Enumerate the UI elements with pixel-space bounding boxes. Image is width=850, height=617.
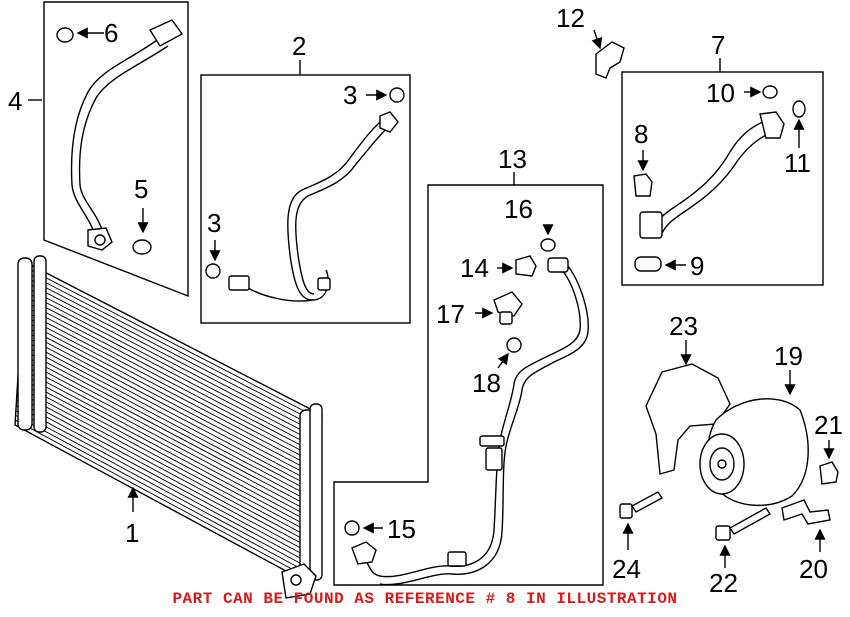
condenser-fin (22, 295, 321, 451)
condenser-fin (19, 343, 318, 501)
condenser-fin (19, 352, 317, 511)
o-ring-part-11 (792, 100, 806, 118)
condenser-fin (22, 299, 320, 456)
callout-5: 5 (134, 174, 148, 204)
condenser-fin (17, 381, 315, 541)
callout-4: 4 (8, 86, 22, 116)
condenser-fin (16, 395, 314, 556)
condenser-fin (19, 347, 317, 506)
cap-part-14 (515, 255, 537, 277)
callout-15: 15 (387, 514, 416, 544)
bracket-part-23 (645, 363, 731, 475)
condenser-fin (18, 357, 317, 516)
callout-22: 22 (709, 568, 738, 598)
leader-lines (28, 27, 835, 568)
callout-10: 10 (706, 78, 735, 108)
bolt-part-24 (619, 491, 664, 519)
condenser-fin (21, 314, 319, 471)
reference-note: PART CAN BE FOUND AS REFERENCE # 8 IN IL… (172, 590, 678, 608)
hose-part-4 (70, 19, 184, 251)
callout-20: 20 (799, 554, 828, 584)
callout-13: 13 (498, 144, 527, 174)
callout-8: 8 (634, 119, 648, 149)
condenser-fin (24, 271, 322, 426)
condenser-part (14, 255, 323, 599)
condenser-fin (20, 338, 318, 496)
callout-7: 7 (711, 30, 725, 60)
callout-17: 17 (436, 299, 465, 329)
o-ring-part-18 (506, 337, 522, 353)
box-group-4 (43, 1, 189, 298)
condenser-fin (17, 376, 316, 536)
o-ring-part-15 (344, 520, 360, 536)
callout-19: 19 (774, 341, 803, 371)
condenser-fin (21, 319, 319, 476)
condenser-fin (22, 304, 320, 461)
callout-21: 21 (814, 410, 843, 440)
bolt-part-22 (715, 507, 772, 541)
condenser-fin (18, 367, 316, 526)
callout-6: 6 (104, 18, 118, 48)
callout-3a: 3 (343, 80, 357, 110)
compressor-part-19 (699, 398, 809, 506)
box-group-7 (621, 71, 824, 286)
callout-23: 23 (669, 311, 698, 341)
bracket-part-20 (781, 499, 831, 525)
liquid-line-part-13 (351, 257, 589, 586)
callout-12: 12 (556, 3, 585, 33)
condenser-fin (15, 419, 313, 581)
callout-16: 16 (504, 194, 533, 224)
condenser-fin (20, 328, 319, 486)
clip-part-12 (595, 41, 625, 79)
callout-2: 2 (292, 31, 306, 61)
o-ring-part-6 (56, 27, 74, 43)
callout-18: 18 (472, 368, 501, 398)
condenser-fin (17, 386, 315, 546)
condenser-fin (23, 290, 321, 446)
box-group-13 (333, 184, 604, 586)
condenser-fin (18, 362, 317, 521)
seal-part-9 (634, 256, 662, 272)
hose-part-2 (228, 111, 399, 302)
o-ring-part-3a (389, 87, 405, 103)
condenser-fin (16, 400, 314, 561)
condenser-fin (24, 266, 322, 421)
condenser-fin (21, 309, 320, 466)
condenser-fin (15, 405, 314, 566)
condenser-fin (15, 410, 314, 571)
condenser-fin (23, 275, 322, 431)
o-ring-part-10 (762, 85, 778, 99)
condenser-fin (16, 391, 315, 551)
condenser-fin (23, 280, 322, 436)
callout-24: 24 (612, 554, 641, 584)
cap-part-21 (819, 461, 839, 485)
o-ring-part-16 (540, 238, 556, 252)
callout-3b: 3 (207, 208, 221, 238)
box-group-2 (200, 74, 411, 324)
condenser-fin (18, 371, 316, 531)
condenser-fin (20, 323, 319, 481)
condenser-fin (15, 415, 313, 576)
o-ring-part-3b (205, 263, 221, 279)
callout-1: 1 (125, 518, 139, 548)
o-ring-part-5 (132, 239, 152, 255)
condenser-fin (23, 285, 321, 441)
callout-9: 9 (690, 251, 704, 281)
condenser-fin (20, 333, 318, 491)
callout-14: 14 (460, 253, 489, 283)
sensor-part-17 (493, 291, 523, 325)
callout-11: 11 (784, 148, 811, 178)
suction-line-part-7 (633, 111, 785, 239)
